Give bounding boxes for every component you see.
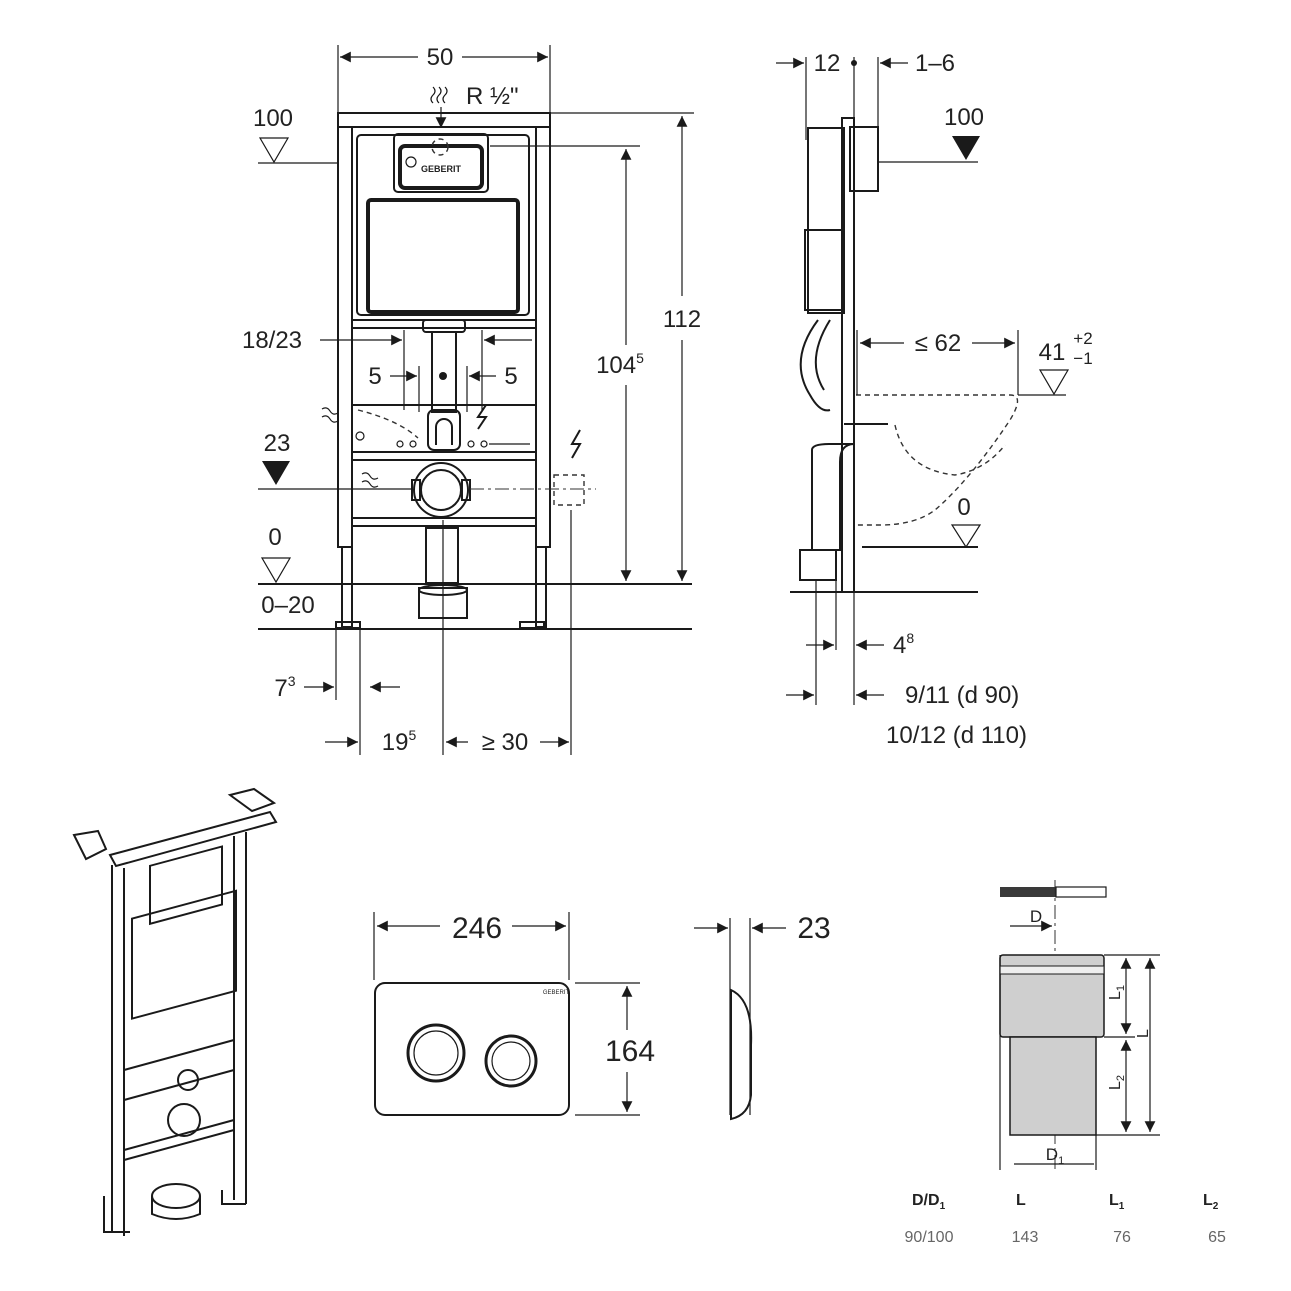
dim-foot: 7 (274, 675, 287, 702)
water-supply-icon (321, 407, 339, 423)
connector-spigot (1009, 1036, 1097, 1136)
electric-bolt-icon (476, 404, 488, 430)
dim-depth: 12 (814, 50, 841, 77)
th-l2: L (1203, 1192, 1213, 1209)
water-supply-icon (361, 472, 379, 488)
dim-plate-width: 246 (452, 912, 502, 945)
toilet-pan-outline (856, 394, 1019, 526)
svg-text:D/D1: D/D1 (912, 1192, 946, 1212)
td-l1: 76 (1113, 1229, 1131, 1246)
svg-text:L1: L1 (1109, 1192, 1125, 1212)
seat-height-label: 41 (1039, 339, 1066, 366)
brand-label: GEBERIT (421, 164, 462, 174)
level-marker-open-icon (950, 524, 982, 549)
level-100-label: 100 (944, 104, 984, 131)
plate-brand: GEBERIT (543, 990, 570, 996)
dim-height-frame-sup: 5 (636, 350, 644, 366)
drain-connector (411, 462, 471, 619)
svg-text:73: 73 (274, 673, 295, 702)
flush-button-small[interactable] (484, 1034, 538, 1088)
dim-center-sup: 5 (408, 727, 416, 743)
svg-text:48: 48 (893, 630, 914, 659)
dim-pipe-d90: 9/11 (d 90) (905, 682, 1019, 709)
svg-text:1045: 1045 (596, 350, 644, 379)
svg-text:195: 195 (382, 727, 417, 756)
connector-view: D D1 L1 L2 L D/D1 L L1 (905, 880, 1226, 1246)
svg-text:L2: L2 (1203, 1192, 1219, 1212)
dim-width: 50 (427, 44, 454, 71)
dim-foot-sup: 3 (288, 673, 296, 689)
side-view: 12 1–6 100 ≤ 62 41 +2 −1 0 48 9/11 (d 90… (776, 50, 1093, 749)
th-l: L (1016, 1192, 1026, 1209)
level-100-label: 100 (253, 105, 293, 132)
installation-frame (335, 112, 551, 629)
level-marker-filled-icon (952, 136, 980, 160)
dim-floor-range: 0–20 (261, 592, 314, 619)
dim-projection: ≤ 62 (915, 330, 962, 357)
cistern: GEBERIT (356, 133, 530, 316)
svg-text:L2: L2 (1107, 1075, 1127, 1090)
th-l1: L (1109, 1192, 1119, 1209)
td-l: 143 (1012, 1229, 1039, 1246)
dim-width-side: 18/23 (242, 327, 302, 354)
dim-height-total: 112 (663, 306, 701, 333)
dim-height-frame: 104 (596, 352, 636, 379)
dim-wall-gap-sup: 8 (906, 630, 914, 646)
level-marker-filled-icon (262, 461, 290, 485)
level-marker-open-icon (260, 557, 292, 584)
label-l2: L (1107, 1081, 1124, 1090)
td-d: 90/100 (905, 1229, 954, 1246)
fittings (355, 409, 530, 448)
seat-tol-minus: −1 (1073, 349, 1092, 368)
dim-supply: R ½" (466, 83, 519, 110)
dim-offset-left: 5 (368, 363, 381, 390)
flush-button-large[interactable] (406, 1023, 466, 1083)
electrical-box (476, 404, 585, 506)
connector-table: D/D1 L L1 L2 90/100 143 76 65 (905, 1192, 1226, 1246)
label-l: L (1135, 1029, 1152, 1038)
dim-offset-right: 5 (504, 363, 517, 390)
label-d: D (1030, 907, 1042, 926)
flush-plate (374, 982, 570, 1116)
level-0-label: 0 (268, 524, 281, 551)
dim-adjust: 1–6 (915, 50, 955, 77)
th-d: D/D (912, 1192, 940, 1209)
label-d1: D (1046, 1145, 1058, 1164)
dim-center: 19 (382, 729, 409, 756)
flush-plate-view: 246 GEBERIT 164 23 (373, 912, 831, 1121)
dim-plate-thickness: 23 (797, 912, 830, 945)
td-l2: 65 (1208, 1229, 1226, 1246)
flush-plate-profile (730, 988, 753, 1121)
seat-tol-plus: +2 (1073, 329, 1092, 348)
dim-pipe-d110: 10/12 (d 110) (886, 722, 1027, 749)
water-supply-icon (430, 86, 448, 104)
electric-bolt-icon (570, 429, 582, 459)
level-marker-open-icon (258, 137, 290, 164)
label-l1: L (1107, 991, 1124, 1000)
front-view: GEBERIT (242, 44, 701, 756)
flush-pipe (422, 319, 466, 451)
level-marker-open-icon (1038, 369, 1070, 396)
dim-wall-gap: 4 (893, 632, 906, 659)
level-23-label: 23 (264, 430, 291, 457)
svg-text:L1: L1 (1107, 985, 1127, 1000)
frame-isometric-view (72, 787, 278, 1236)
dim-plate-height: 164 (605, 1035, 655, 1068)
level-0-label: 0 (957, 494, 970, 521)
svg-text:D1: D1 (1046, 1145, 1064, 1167)
dim-lateral: ≥ 30 (482, 729, 529, 756)
